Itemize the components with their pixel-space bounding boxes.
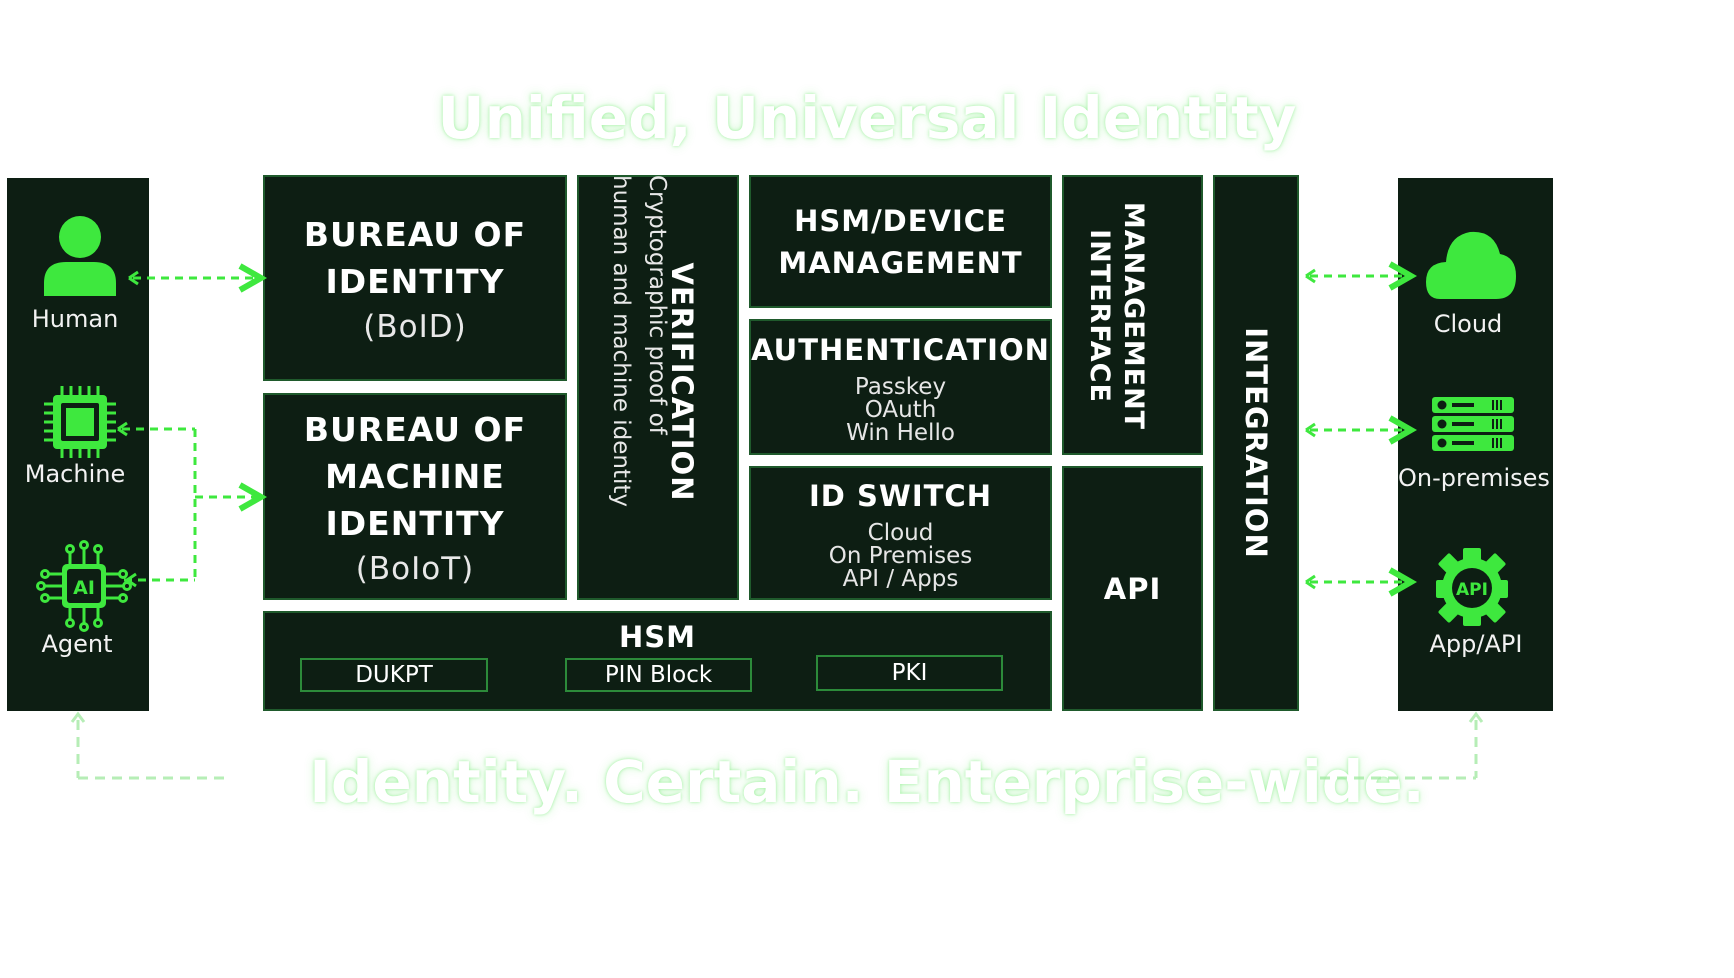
right-connectors bbox=[1305, 270, 1408, 588]
boiot-title-line1: BUREAU OF bbox=[303, 410, 527, 449]
api-title: API bbox=[1103, 571, 1162, 606]
hsm-item-pki: PKI bbox=[816, 655, 1003, 691]
diagram-tagline: Identity. Certain. Enterprise-wide. bbox=[309, 748, 1425, 816]
authentication-title: AUTHENTICATION bbox=[751, 332, 1050, 367]
ai-agent-icon: AI bbox=[36, 540, 132, 632]
boiot-abbr: (BoIoT) bbox=[355, 551, 475, 587]
id-switch-item-api-apps: API / Apps bbox=[842, 565, 959, 592]
id-switch-block: ID SWITCH Cloud On Premises API / Apps bbox=[749, 466, 1052, 600]
bottom-loop-connectors bbox=[70, 711, 1484, 780]
person-icon bbox=[44, 216, 116, 296]
hsm-device-line2: MANAGEMENT bbox=[778, 245, 1023, 280]
integration-block: INTEGRATION bbox=[1213, 175, 1299, 711]
boiot-title-line3: IDENTITY bbox=[325, 504, 505, 543]
api-gear-icon: API bbox=[1436, 548, 1508, 626]
api-block: API bbox=[1062, 466, 1203, 711]
chip-icon bbox=[44, 386, 116, 458]
bureau-of-machine-identity-block: BUREAU OF MACHINE IDENTITY (BoIoT) bbox=[263, 393, 567, 600]
svg-text:API: API bbox=[1456, 580, 1488, 600]
actor-label-human: Human bbox=[31, 305, 119, 333]
id-switch-item-on-premises: On Premises bbox=[828, 542, 973, 569]
management-interface-block: MANAGEMENT INTERFACE bbox=[1062, 175, 1203, 455]
target-label-cloud: Cloud bbox=[1433, 310, 1503, 338]
svg-text:AI: AI bbox=[73, 577, 95, 599]
bureau-of-identity-block: BUREAU OF IDENTITY (BoID) bbox=[263, 175, 567, 381]
hsm-item-pin-block: PIN Block bbox=[565, 658, 752, 692]
cloud-icon bbox=[1426, 231, 1516, 299]
authentication-item-oauth: OAuth bbox=[864, 396, 937, 423]
boid-title-line1: BUREAU OF bbox=[303, 215, 527, 254]
authentication-item-win-hello: Win Hello bbox=[846, 419, 955, 446]
id-switch-title: ID SWITCH bbox=[809, 478, 992, 513]
left-connectors bbox=[117, 272, 258, 588]
hsm-device-management-block: HSM/DEVICE MANAGEMENT bbox=[749, 175, 1052, 308]
authentication-block: AUTHENTICATION Passkey OAuth Win Hello bbox=[749, 319, 1052, 455]
actor-label-agent: Agent bbox=[41, 630, 113, 658]
hsm-title: HSM bbox=[618, 620, 696, 654]
target-label-on-premises: On-premises bbox=[1398, 464, 1550, 492]
id-switch-item-cloud: Cloud bbox=[867, 519, 934, 546]
boid-abbr: (BoID) bbox=[363, 309, 467, 345]
actor-label-machine: Machine bbox=[24, 460, 126, 488]
server-rack-icon bbox=[1432, 397, 1514, 451]
hsm-item-dukpt: DUKPT bbox=[300, 658, 488, 692]
target-label-app-api: App/API bbox=[1429, 630, 1523, 658]
boiot-title-line2: MACHINE bbox=[325, 457, 505, 496]
authentication-item-passkey: Passkey bbox=[854, 373, 947, 400]
verification-block: VERIFICATION Cryptographic proof of huma… bbox=[577, 175, 739, 600]
diagram-title: Unified, Universal Identity bbox=[437, 84, 1297, 152]
boid-title-line2: IDENTITY bbox=[325, 262, 505, 301]
hsm-device-line1: HSM/DEVICE bbox=[794, 203, 1007, 238]
